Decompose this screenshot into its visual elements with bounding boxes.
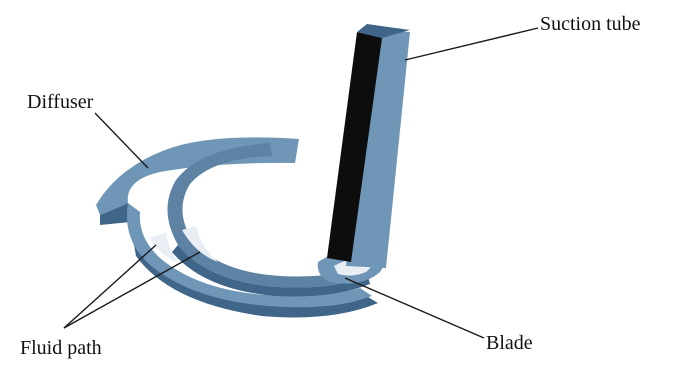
suction-tube-leader xyxy=(405,28,538,60)
diffuser-label: Diffuser xyxy=(27,92,93,112)
fluid-path-label: Fluid path xyxy=(20,338,102,358)
diffuser-leader xyxy=(95,113,148,168)
fluid-path-leader-1 xyxy=(64,245,156,328)
suction-tube-label: Suction tube xyxy=(540,14,641,34)
blade-label: Blade xyxy=(486,333,533,353)
blade-leader xyxy=(345,278,484,338)
